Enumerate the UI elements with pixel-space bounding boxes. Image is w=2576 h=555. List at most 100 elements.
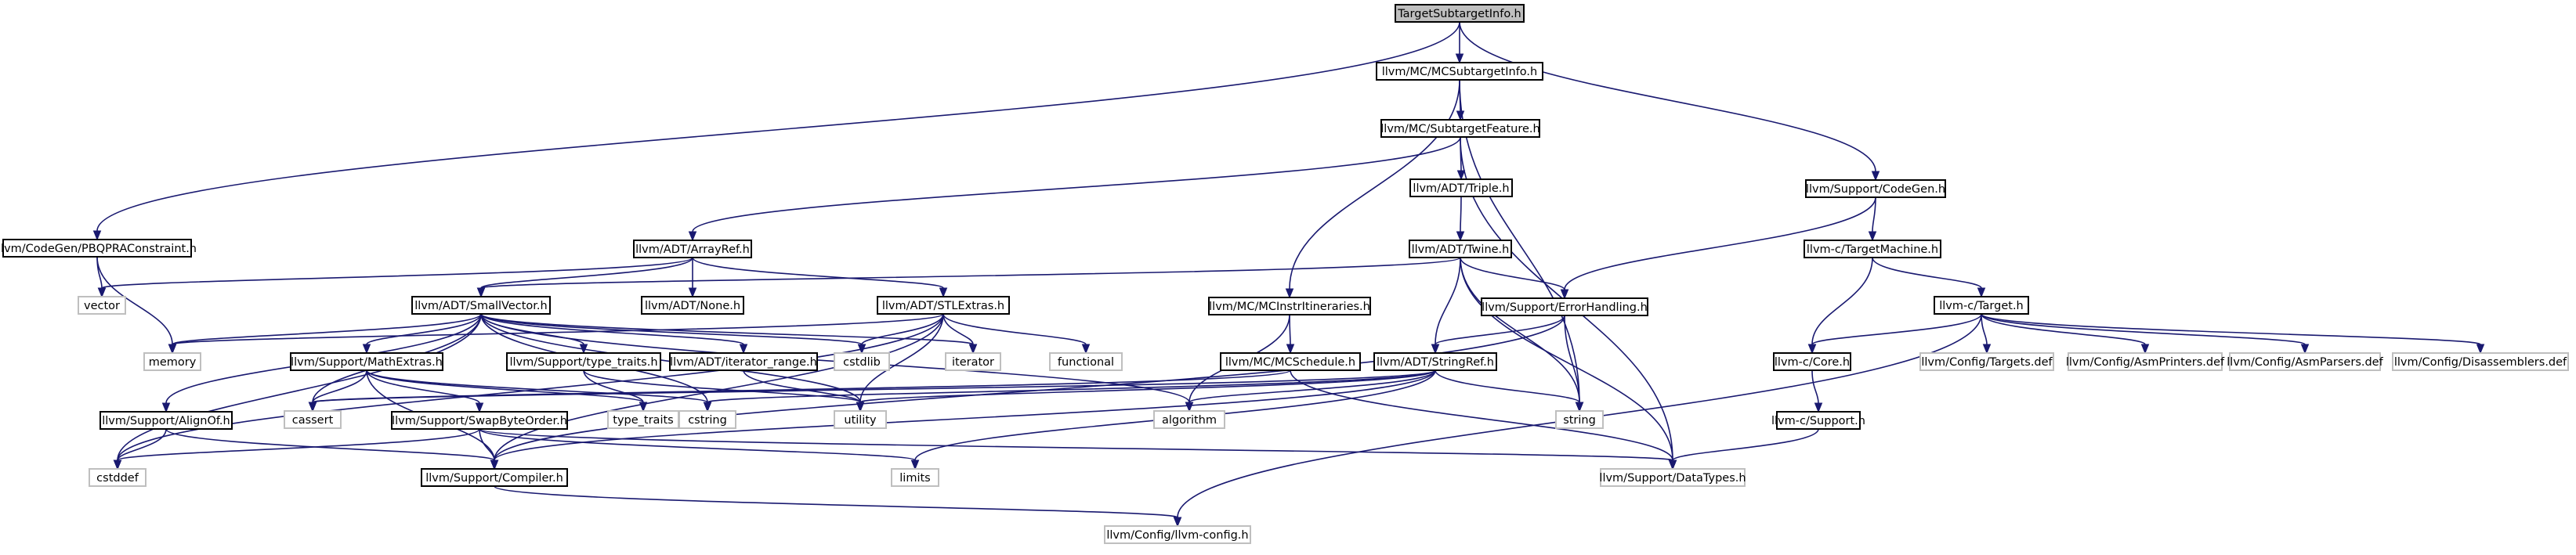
node-label: llvm-c/Support.h (1771, 415, 1865, 427)
edge-core-to-csupport (1811, 369, 1823, 413)
edge-swapbyte-to-compiler (479, 428, 499, 470)
node-box (633, 240, 752, 258)
node-label: llvm/ADT/ArrayRef.h (635, 243, 750, 256)
node-llvm-adt-smallvector-h[interactable]: llvm/ADT/SmallVector.h (411, 296, 551, 315)
node-label: llvm/MC/SubtargetFeature.h (1380, 123, 1539, 135)
edge-smallvector-to-cstdlib (480, 313, 867, 355)
edge-stringref-to-utility (856, 369, 1436, 413)
node-label: llvm/Support/Compiler.h (425, 472, 563, 485)
edge-smallvector-to-mathextras (362, 313, 482, 355)
node-label: llvm-c/TargetMachine.h (1807, 243, 1938, 256)
node-cstdlib: cstdlib (834, 352, 890, 371)
node-llvm-adt-twine-h[interactable]: llvm/ADT/Twine.h (1409, 240, 1512, 258)
node-label: llvm/CodeGen/PBQPRAConstraint.h (0, 243, 197, 255)
node-label: llvm/ADT/iterator_range.h (670, 356, 817, 369)
node-llvm-c-support-h[interactable]: llvm-c/Support.h (1771, 411, 1865, 430)
node-label: llvm/MC/MCSubtargetInfo.h (1382, 66, 1537, 78)
node-llvm-adt-stlextras-h[interactable]: llvm/ADT/STLExtras.h (877, 296, 1010, 315)
node-llvm-adt-triple-h[interactable]: llvm/ADT/Triple.h (1409, 178, 1513, 197)
node-llvm-support-alignof-h[interactable]: llvm/Support/AlignOf.h (99, 411, 233, 430)
edge-mathextras-to-swapbyte (366, 369, 484, 413)
node-label: llvm/Config/Disassemblers.def (2394, 356, 2567, 369)
edge-triple-to-twine (1456, 196, 1465, 242)
node-box (1776, 411, 1861, 430)
edge-twine-to-errhandling (1460, 257, 1569, 300)
node-llvm-mc-mcsubtargetinfo-h[interactable]: llvm/MC/MCSubtargetInfo.h (1376, 62, 1543, 81)
node-label: llvm-c/Core.h (1775, 356, 1850, 369)
node-llvm-support-errorhandling-h[interactable]: llvm/Support/ErrorHandling.h (1481, 297, 1648, 316)
node-label: llvm/ADT/Triple.h (1413, 182, 1509, 195)
node-box (1409, 178, 1513, 197)
node-memory: memory (143, 352, 201, 371)
node-box (1804, 240, 1941, 258)
node-llvm-mc-subtargetfeature-h[interactable]: llvm/MC/SubtargetFeature.h (1380, 119, 1540, 138)
node-box (2, 239, 192, 258)
edge-compiler-to-llvmconfig (494, 485, 1182, 528)
node-llvm-support-swapbyteorder-h[interactable]: llvm/Support/SwapByteOrder.h (391, 411, 568, 430)
node-llvm-c-target-h[interactable]: llvm-c/Target.h (1934, 296, 2029, 315)
node-llvm-support-compiler-h[interactable]: llvm/Support/Compiler.h (421, 468, 568, 487)
edge-mcsub-to-mcinstr (1285, 79, 1460, 299)
node-label: vector (84, 300, 120, 312)
node-label: cstddef (96, 472, 139, 485)
node-label: cstdlib (843, 356, 881, 369)
node-label: cstring (688, 414, 727, 427)
node-box (411, 296, 551, 315)
edge-layer (92, 21, 2485, 528)
node-llvm-support-codegen-h[interactable]: llvm/Support/CodeGen.h (1805, 179, 1946, 198)
node-box (834, 410, 887, 429)
node-label: utility (844, 414, 877, 427)
edge-root-to-supcodegen (1459, 21, 1880, 182)
node-llvm-adt-stringref-h[interactable]: llvm/ADT/StringRef.h (1373, 352, 1497, 371)
node-box (421, 468, 568, 487)
node-llvm-c-core-h[interactable]: llvm-c/Core.h (1773, 352, 1851, 371)
node-llvm-adt-arrayref-h[interactable]: llvm/ADT/ArrayRef.h (633, 240, 752, 258)
node-label: llvm/Support/SwapByteOrder.h (392, 415, 567, 427)
node-layer: TargetSubtargetInfo.h llvm/MC/MCSubtarget… (0, 4, 2569, 544)
node-llvm-mc-mcinstritineraries-h[interactable]: llvm/MC/MCInstrItineraries.h (1208, 297, 1371, 315)
node-llvm-codegen-pbqpraconstraint-h[interactable]: llvm/CodeGen/PBQPRAConstraint.h (0, 239, 197, 258)
node-llvm-adt-iterator-range-h[interactable]: llvm/ADT/iterator_range.h (669, 352, 818, 371)
node-label: iterator (952, 356, 994, 369)
node-label: TargetSubtargetInfo.h (1397, 8, 1521, 20)
node-llvm-config-llvm-config-h: llvm/Config/llvm-config.h (1104, 525, 1251, 544)
node-box (1805, 179, 1946, 198)
node-box (2068, 352, 2223, 371)
node-label: string (1563, 414, 1596, 427)
node-llvm-support-mathextras-h[interactable]: llvm/Support/MathExtras.h (290, 352, 443, 371)
node-label: llvm/MC/MCSchedule.h (1225, 356, 1355, 369)
node-box (1104, 525, 1251, 544)
node-box (1380, 119, 1540, 138)
node-label: llvm/Support/DataTypes.h (1599, 472, 1746, 485)
node-label: llvm/Config/AsmParsers.def (2227, 356, 2383, 369)
node-llvm-support-type-traits-h[interactable]: llvm/Support/type_traits.h (506, 352, 661, 371)
edge-subfeat-to-triple (1456, 136, 1466, 181)
node-box (1220, 352, 1361, 371)
node-label: llvm/Config/Targets.def (1921, 356, 2053, 369)
edge-target-to-asmparsers (1981, 313, 2310, 355)
node-label: llvm/ADT/STLExtras.h (882, 300, 1004, 312)
node-box (1208, 297, 1371, 315)
node-llvm-c-targetmachine-h[interactable]: llvm-c/TargetMachine.h (1804, 240, 1941, 258)
node-box (2229, 352, 2381, 371)
node-box (506, 352, 661, 371)
node-box (1376, 62, 1543, 81)
edge-mcinstr-to-mcsched (1286, 314, 1295, 355)
node-box (143, 352, 201, 371)
node-label: llvm/ADT/StringRef.h (1377, 356, 1494, 369)
edge-smallvector-to-iterrange (480, 313, 748, 355)
edge-alignof-to-compiler (165, 428, 499, 470)
node-box (1555, 410, 1604, 429)
node-iterator: iterator (945, 352, 1001, 371)
edge-target-to-core (1807, 313, 1982, 355)
node-cstddef: cstddef (89, 468, 147, 487)
edge-target-to-asmprinters (1981, 313, 2150, 355)
node-llvm-support-datatypes-h: llvm/Support/DataTypes.h (1599, 468, 1746, 487)
node-label: llvm/Support/MathExtras.h (291, 356, 443, 369)
node-box (1049, 352, 1123, 371)
edge-stringref-to-algorithm (1185, 369, 1436, 413)
node-llvm-mc-mcschedule-h[interactable]: llvm/MC/MCSchedule.h (1220, 352, 1361, 371)
node-llvm-adt-none-h[interactable]: llvm/ADT/None.h (641, 296, 744, 315)
node-box (1409, 240, 1512, 258)
node-label: functional (1058, 356, 1114, 369)
